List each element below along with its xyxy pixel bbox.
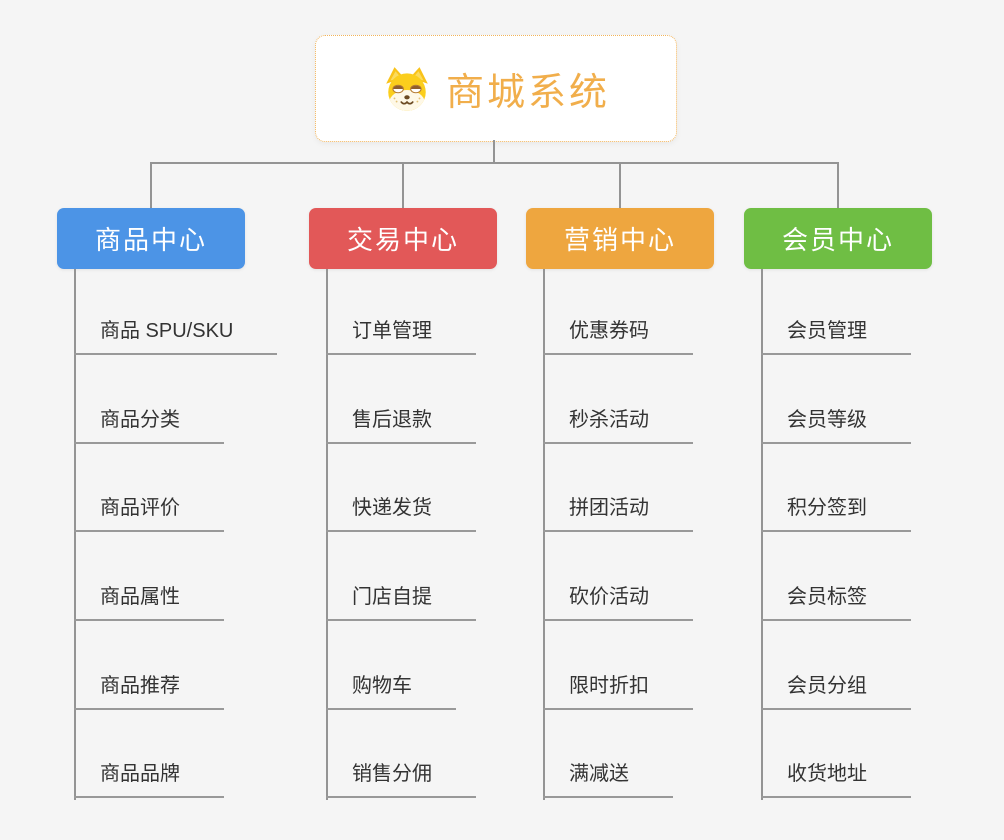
- branch-header-marketing[interactable]: 营销中心: [526, 208, 714, 269]
- branch-header-product[interactable]: 商品中心: [57, 208, 245, 269]
- leaf-node[interactable]: 拼团活动: [543, 494, 693, 532]
- branch-member-center: 会员中心 会员管理 会员等级 积分签到 会员标签 会员分组 收货地址: [744, 208, 1004, 808]
- leaf-node[interactable]: 门店自提: [326, 583, 476, 621]
- leaf-node[interactable]: 会员分组: [761, 672, 911, 710]
- leaf-node[interactable]: 销售分佣: [326, 760, 476, 798]
- branch-header-trade[interactable]: 交易中心: [309, 208, 497, 269]
- leaf-node[interactable]: 商品品牌: [74, 760, 224, 798]
- leaf-node[interactable]: 快递发货: [326, 494, 476, 532]
- leaf-node[interactable]: 砍价活动: [543, 583, 693, 621]
- connector-drop-marketing: [619, 162, 621, 210]
- connector-horizontal-rail: [150, 162, 839, 164]
- leaf-node[interactable]: 售后退款: [326, 406, 476, 444]
- connector-drop-trade: [402, 162, 404, 210]
- branch-trunk-line: [543, 269, 545, 800]
- connector-drop-member: [837, 162, 839, 210]
- leaf-node[interactable]: 积分签到: [761, 494, 911, 532]
- leaf-node[interactable]: 会员标签: [761, 583, 911, 621]
- branch-trunk-line: [74, 269, 76, 800]
- leaf-node[interactable]: 限时折扣: [543, 672, 693, 710]
- branch-trunk-line: [326, 269, 328, 800]
- root-node[interactable]: 商城系统: [315, 35, 677, 142]
- leaf-node[interactable]: 订单管理: [326, 317, 476, 355]
- leaf-node[interactable]: 秒杀活动: [543, 406, 693, 444]
- leaf-node[interactable]: 会员等级: [761, 406, 911, 444]
- leaf-node[interactable]: 满减送: [543, 760, 673, 798]
- leaf-node[interactable]: 商品推荐: [74, 672, 224, 710]
- leaf-node[interactable]: 优惠券码: [543, 317, 693, 355]
- branch-trunk-line: [761, 269, 763, 800]
- leaf-node[interactable]: 会员管理: [761, 317, 911, 355]
- branch-product-center: 商品中心 商品 SPU/SKU 商品分类 商品评价 商品属性 商品推荐 商品品牌: [57, 208, 317, 808]
- connector-drop-product: [150, 162, 152, 210]
- leaf-node[interactable]: 购物车: [326, 672, 456, 710]
- branch-header-member[interactable]: 会员中心: [744, 208, 932, 269]
- shiba-dog-icon: [382, 66, 432, 112]
- leaf-node[interactable]: 商品分类: [74, 406, 224, 444]
- leaf-node[interactable]: 商品属性: [74, 583, 224, 621]
- root-title: 商城系统: [445, 72, 610, 114]
- connector-root-stem: [493, 140, 495, 164]
- leaf-node[interactable]: 商品评价: [74, 494, 224, 532]
- leaf-node[interactable]: 收货地址: [761, 760, 911, 798]
- branch-marketing-center: 营销中心 优惠券码 秒杀活动 拼团活动 砍价活动 限时折扣 满减送: [526, 208, 786, 808]
- leaf-node[interactable]: 商品 SPU/SKU: [74, 317, 278, 355]
- branch-trade-center: 交易中心 订单管理 售后退款 快递发货 门店自提 购物车 销售分佣: [309, 208, 569, 808]
